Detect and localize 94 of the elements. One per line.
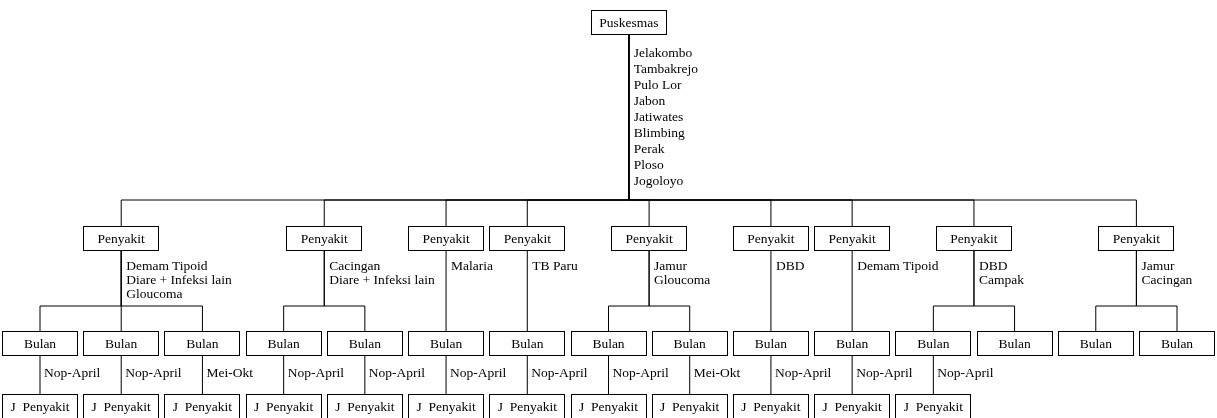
annotation-text: Demam Tipoid xyxy=(126,258,208,273)
connector-line xyxy=(201,355,203,395)
month-box: Bulan xyxy=(489,331,566,356)
count-box: J Penyakit xyxy=(814,394,891,418)
edge-label: Nop-April xyxy=(44,365,101,380)
month-box: Bulan xyxy=(2,331,78,356)
count-box: J Penyakit xyxy=(570,394,647,418)
annotation-text: Cacingan xyxy=(1141,272,1193,287)
month-box: Bulan xyxy=(164,331,241,356)
category-box: Penyakit xyxy=(935,226,1012,251)
annotation-text: Malaria xyxy=(451,258,494,273)
edge-label: Nop-April xyxy=(856,365,913,380)
annotation-text: TB Paru xyxy=(532,258,578,273)
count-box: J Penyakit xyxy=(83,394,160,418)
annotation-text: Demam Tipoid xyxy=(857,258,939,273)
edge-label: Nop-April xyxy=(287,365,344,380)
annotation-text: Perak xyxy=(633,141,665,156)
annotation-text: Blimbing xyxy=(633,125,685,140)
root-box: Puskesmas xyxy=(590,10,667,35)
connector-line xyxy=(608,355,609,395)
category-box: Penyakit xyxy=(1098,226,1175,251)
connector-line xyxy=(323,250,366,332)
count-box: J Penyakit xyxy=(164,394,241,418)
count-box: J Penyakit xyxy=(245,394,322,418)
annotation-text: Ploso xyxy=(633,157,664,172)
annotation-text: Diare + Infeksi lain xyxy=(329,272,435,287)
connector-line xyxy=(526,250,528,332)
category-box: Penyakit xyxy=(814,226,891,251)
count-box: J Penyakit xyxy=(489,394,566,418)
connector-line xyxy=(689,355,691,395)
count-box: J Penyakit xyxy=(326,394,403,418)
count-box: J Penyakit xyxy=(408,394,485,418)
edge-label: Nop-April xyxy=(612,365,669,380)
annotation-text: Jelakombo xyxy=(633,45,693,60)
connector-line xyxy=(364,355,366,395)
count-box: J Penyakit xyxy=(732,394,809,418)
annotation-text: Gloucoma xyxy=(654,272,711,287)
edge-label: Nop-April xyxy=(531,365,588,380)
annotation-text: Gloucoma xyxy=(126,286,183,301)
annotation-text: Tambakrejo xyxy=(633,61,699,76)
connector-line xyxy=(932,355,934,395)
annotation-text: Pulo Lor xyxy=(633,77,682,92)
connector-line xyxy=(973,250,1016,332)
category-box: Penyakit xyxy=(408,226,485,251)
annotation-text: Jamur xyxy=(654,258,688,273)
annotation-text: Cacingan xyxy=(329,258,381,273)
month-box: Bulan xyxy=(651,331,728,356)
connector-line xyxy=(770,250,772,332)
annotation-text: Diare + Infeksi lain xyxy=(126,272,232,287)
annotation-text: DBD xyxy=(775,258,805,273)
connector-line xyxy=(648,250,691,332)
connector-line xyxy=(445,355,447,395)
connector-line xyxy=(851,250,853,332)
annotation-text: Jabon xyxy=(633,93,666,108)
annotation-text: Jogoloyo xyxy=(633,173,684,188)
month-box: Bulan xyxy=(83,331,160,356)
count-box: J Penyakit xyxy=(651,394,728,418)
month-box: Bulan xyxy=(976,331,1053,356)
count-box: J Penyakit xyxy=(2,394,78,418)
connector-line xyxy=(1135,250,1178,332)
connector-line xyxy=(39,355,41,395)
category-box: Penyakit xyxy=(732,226,809,251)
connector-line xyxy=(445,250,447,332)
month-box: Bulan xyxy=(1139,331,1215,356)
month-box: Bulan xyxy=(326,331,403,356)
edge-label: Nop-April xyxy=(774,365,832,380)
edge-label: Nop-April xyxy=(125,365,182,380)
month-box: Bulan xyxy=(245,331,322,356)
count-box: J Penyakit xyxy=(895,394,972,418)
category-box: Penyakit xyxy=(83,226,160,251)
edge-label: Nop-April xyxy=(937,365,994,380)
connector-line xyxy=(851,355,853,395)
category-box: Penyakit xyxy=(286,226,363,251)
annotation-text: DBD xyxy=(978,258,1008,273)
month-box: Bulan xyxy=(408,331,485,356)
annotation-text: Jamur xyxy=(1141,258,1175,273)
connector-line xyxy=(120,250,203,332)
category-box: Penyakit xyxy=(611,226,688,251)
annotation-text: Jatiwates xyxy=(633,109,684,124)
connector-line xyxy=(770,355,772,395)
connector-line xyxy=(120,355,122,395)
category-box: Penyakit xyxy=(489,226,566,251)
month-box: Bulan xyxy=(570,331,647,356)
edge-label: Nop-April xyxy=(450,365,507,380)
annotation-text: Campak xyxy=(978,272,1024,287)
month-box: Bulan xyxy=(814,331,891,356)
connector-line xyxy=(283,355,285,395)
connector-line xyxy=(526,355,528,395)
edge-label: Mei-Okt xyxy=(206,365,253,380)
month-box: Bulan xyxy=(895,331,972,356)
edge-label: Nop-April xyxy=(368,365,426,380)
edge-label: Mei-Okt xyxy=(693,365,741,380)
month-box: Bulan xyxy=(732,331,809,356)
month-box: Bulan xyxy=(1057,331,1134,356)
